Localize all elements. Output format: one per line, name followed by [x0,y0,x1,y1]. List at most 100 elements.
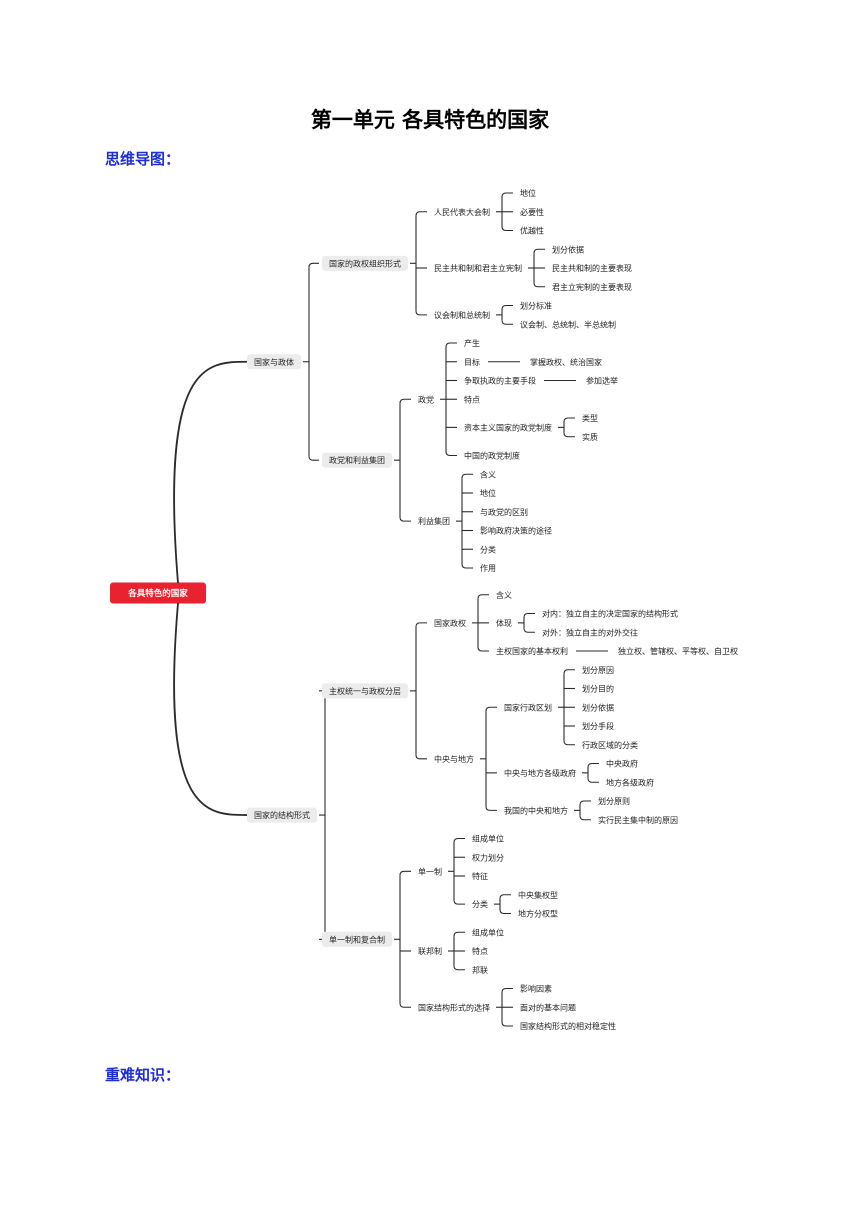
connector-branch [445,342,457,348]
mindmap-node: 特点 [472,946,488,956]
connector-branch [501,226,513,232]
node-label: 分类 [480,544,496,554]
node-label: 民主共和制的主要表现 [552,263,632,273]
mindmap-node: 联邦制 [418,946,442,956]
connector-branch [453,837,465,843]
node-label: 组成单位 [472,927,504,937]
mindmap-node: 划分标准 [520,301,552,311]
mindmap-node: 议会制和总统制 [434,310,490,320]
root-node-label: 各具特色的国家 [127,588,188,599]
mindmap-node: 权力划分 [472,852,504,862]
connector-branch [399,870,411,876]
mindmap-node: 国家的政权组织形式 [322,255,408,271]
mindmap-heading: 思维导图： [105,150,181,168]
connector-branch [563,417,575,423]
mindmap-node: 君主立宪制的主要表现 [552,282,632,292]
mindmap-node: 实质 [582,432,598,442]
node-label: 含义 [496,590,512,600]
mindmap-node: 与政党的区别 [480,507,528,517]
mindmap-node: 中央与地方各级政府 [504,768,576,778]
mindmap-node: 国家结构形式的选择 [418,1002,490,1012]
node-label: 掌握政权、统治国家 [530,357,602,367]
connector-branch [461,473,473,479]
mindmap-node: 争取执政的主要手段 [464,376,536,386]
mindmap-node: 利益集团 [418,516,450,526]
branch-connector [173,360,248,584]
node-label: 国家的政权组织形式 [329,258,401,268]
node-label: 中国的政党制度 [464,451,520,461]
node-label: 必要性 [520,207,544,217]
mindmap-node: 中国的政党制度 [464,451,520,461]
mindmap-node: 行政区域的分类 [582,740,638,750]
node-label: 对外：独立自主的对外交往 [542,627,638,637]
mindmap-node: 人民代表大会制 [434,207,490,217]
connector-branch [415,622,427,627]
connector-branch [563,740,575,746]
mindmap-node: 中央集权型 [518,890,558,900]
mindmap-node: 国家与政体 [247,354,301,370]
connector-branch [308,262,319,268]
node-label: 单一制和复合制 [329,934,385,944]
connector-branch [453,900,465,905]
document-title: 第一单元 各具特色的国家 [310,107,550,132]
node-label: 国家结构形式的相对稳定性 [520,1021,616,1031]
mindmap-node: 对外：独立自主的对外交往 [542,627,638,637]
mindmap-node: 政党和利益集团 [322,452,392,468]
connector-branch [399,1003,411,1008]
connector-branch [563,669,575,674]
node-label: 地方各级政府 [606,777,654,787]
connector-branch [501,192,513,198]
node-label: 优越性 [520,226,544,236]
node-label: 国家行政区划 [504,702,552,712]
node-label: 划分原因 [582,665,614,675]
branch-connector [173,602,248,816]
node-label: 实质 [582,432,598,442]
mindmap-node: 地方分权型 [518,909,558,919]
node-label: 中央政府 [606,759,638,769]
node-label: 单一制 [418,866,442,876]
node-label: 主权国家的基本权利 [496,646,568,656]
node-label: 中央与地方 [434,754,474,764]
mindmap-node: 目标 [464,357,480,367]
mindmap-node: 组成单位 [472,927,504,937]
connector-branch [501,320,513,325]
node-label: 政党和利益集团 [329,455,385,465]
mindmap-node: 划分手段 [582,721,614,731]
mindmap-node: 国家行政区划 [504,702,552,712]
mindmap-node: 国家的结构形式 [247,807,317,823]
connector-branch [579,800,591,806]
node-pill [322,683,408,699]
mindmap-node: 组成单位 [472,834,504,844]
mindmap-node: 影响因素 [520,984,552,994]
node-label: 人民代表大会制 [434,207,490,217]
mindmap-node: 民主共和制和君主立宪制 [434,263,522,273]
node-label: 议会制、总统制、半总统制 [520,319,616,329]
node-label: 中央集权型 [518,890,558,900]
connector-branch [501,987,513,993]
node-label: 划分依据 [582,702,614,712]
mindmap-node: 地位 [520,188,536,198]
connector-branch [399,398,411,404]
root-node-box [110,582,206,604]
mindmap-node: 对内：独立自主的决定国家的结构形式 [542,609,678,619]
mindmap-node: 划分依据 [552,244,584,254]
connector-branch [445,451,457,457]
node-label: 特点 [472,946,488,956]
connector-branch [415,211,427,216]
node-pill [322,452,392,468]
node-label: 对内：独立自主的决定国家的结构形式 [542,609,678,619]
mindmap-node: 地位 [480,488,496,498]
connector-branch [415,310,427,316]
key-points-heading: 重难知识： [105,1066,181,1084]
mindmap-node: 含义 [496,590,512,600]
connector-branch [533,248,545,254]
node-label: 作用 [480,563,496,573]
node-label: 政党 [418,394,434,404]
connector-branch [501,1021,513,1027]
mindmap-root-node: 各具特色的国家 [110,582,206,604]
node-label: 权力划分 [472,852,504,862]
node-label: 议会制和总统制 [434,310,490,320]
node-label: 独立权、管辖权、平等权、自卫权 [618,646,738,656]
node-label: 地方分权型 [518,909,558,919]
